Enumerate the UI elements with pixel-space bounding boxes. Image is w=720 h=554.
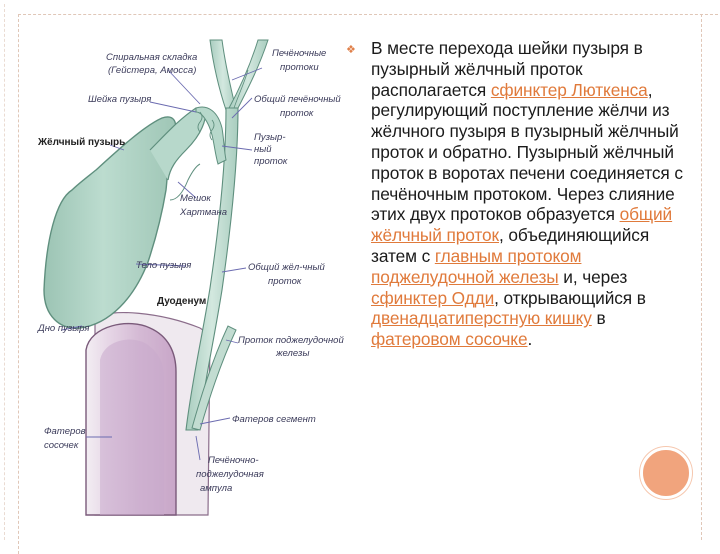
- label-ampulla: Печёночно-: [208, 455, 259, 466]
- label-vater-segment: Фатеров сегмент: [232, 414, 316, 425]
- slide-frame-top: [18, 14, 718, 16]
- label-spiral-fold: Спиральная складка: [106, 52, 197, 63]
- label-common-hepatic-sub: проток: [280, 108, 314, 119]
- label-hepatic-ducts: Печёночные: [272, 48, 326, 59]
- common-bile-duct-shape: [185, 107, 239, 431]
- label-common-bile-sub: проток: [268, 276, 302, 287]
- link-duodenum[interactable]: двенадцатиперстную кишку: [371, 308, 592, 329]
- label-common-hepatic: Общий печёночный: [254, 94, 341, 105]
- link-pancreatic-duct[interactable]: главным протоком поджелудочной железы: [371, 245, 582, 287]
- link-common-bile-duct[interactable]: общий жёлчный проток: [371, 204, 673, 246]
- label-duodenum: Дуоденум: [157, 296, 206, 307]
- link-lutkens-sphincter[interactable]: сфинктер Люткенса: [490, 79, 648, 100]
- text-part: , регулирующий поступление жёлчи из жёлч…: [371, 79, 683, 225]
- label-ampulla-2: поджелудочная: [196, 469, 264, 480]
- gallbladder-anatomy-diagram: Спиральная складка (Гейстера, Амосса) Пе…: [37, 39, 344, 516]
- text-part: и, через: [558, 266, 628, 287]
- label-gallbladder: Жёлчный пузырь: [37, 137, 125, 148]
- label-hartmann-pouch: Мешок: [180, 193, 211, 204]
- link-vater-papilla[interactable]: фатеровом сосочке: [371, 329, 528, 350]
- label-cystic-duct-2: ный: [254, 144, 272, 155]
- pancreatic-duct-shape: [191, 325, 237, 431]
- text-part: , объединяющийся затем с: [371, 225, 650, 266]
- text-part: в: [591, 308, 606, 329]
- description-text: В месте перехода шейки пузыря в пузырный…: [371, 38, 689, 350]
- label-cystic-duct-3: проток: [254, 156, 288, 167]
- label-vater-papilla: Фатеров: [44, 426, 86, 437]
- decorative-circle: [640, 447, 692, 499]
- hepatic-ducts-shape: [209, 39, 269, 113]
- label-pancreatic-duct: Проток поджелудочной: [238, 335, 344, 346]
- gallbladder-shape: [43, 106, 227, 329]
- label-hepatic-ducts-sub: протоки: [280, 62, 319, 73]
- slide-frame-left: [18, 14, 20, 554]
- label-pancreatic-duct-sub: железы: [275, 348, 309, 359]
- label-spiral-fold-sub: (Гейстера, Амосса): [108, 65, 196, 76]
- label-vater-papilla-sub: сосочек: [44, 440, 79, 451]
- label-common-bile: Общий жёл-чный: [248, 262, 326, 273]
- text-part: .: [527, 329, 533, 350]
- duodenum-shape: [85, 311, 211, 516]
- label-neck: Шейка пузыря: [88, 94, 151, 105]
- text-part: , открывающийся в: [494, 287, 646, 308]
- label-cystic-duct: Пузыр-: [254, 132, 286, 143]
- slide-frame-inner: [4, 4, 6, 540]
- label-body: Тело пузыря: [136, 260, 191, 271]
- link-oddi-sphincter[interactable]: сфинктер Одди: [371, 287, 495, 308]
- label-ampulla-3: ампула: [200, 483, 232, 494]
- bullet-icon: ❖: [346, 43, 356, 56]
- slide-frame-right: [701, 14, 703, 540]
- label-hartmann-pouch-sub: Хартмана: [179, 207, 227, 218]
- text-part: В месте перехода шейки пузыря в пузырный…: [371, 38, 643, 100]
- leader-lines: [61, 67, 263, 461]
- label-fundus: Дно пузыря: [37, 323, 89, 334]
